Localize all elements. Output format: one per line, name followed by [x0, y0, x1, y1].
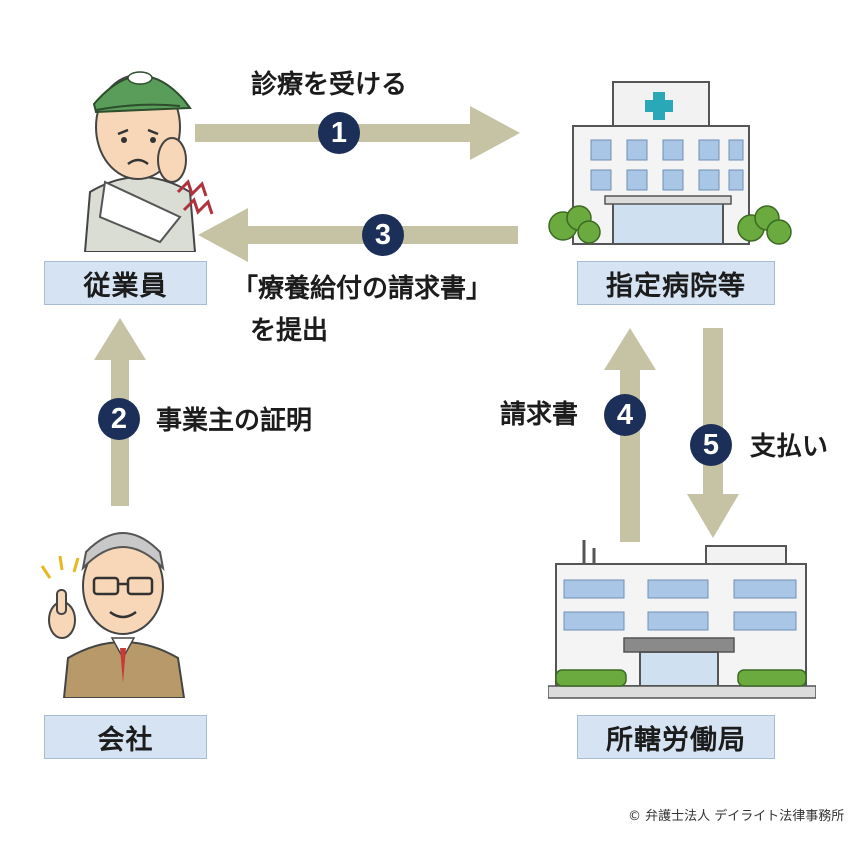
- step-1-label: 診療を受ける: [251, 70, 408, 100]
- copyright-text: © 弁護士法人 デイライト法律事務所: [628, 809, 845, 824]
- hospital-box: 指定病院等: [577, 261, 775, 305]
- step-3-badge: 3: [362, 214, 404, 256]
- company-boss-illustration: [40, 532, 186, 698]
- step-4-badge: 4: [604, 394, 646, 436]
- step-3-label-line1: 「療養給付の請求書」: [232, 274, 493, 304]
- step-2-badge: 2: [98, 398, 140, 440]
- step-3-label-line2: を提出: [250, 316, 329, 346]
- labor-office-label: 所轄労働局: [606, 724, 746, 756]
- employee-label: 従業員: [83, 270, 168, 302]
- step-5-label: 支払い: [750, 432, 829, 462]
- arrow-3: [198, 208, 518, 262]
- step-4-label: 請求書: [500, 400, 579, 430]
- step-1-badge: 1: [318, 112, 360, 154]
- company-box: 会社: [44, 715, 207, 759]
- hospital-label: 指定病院等: [606, 270, 746, 302]
- labor-office-building-illustration: [548, 540, 816, 699]
- injured-worker-illustration: [83, 71, 214, 252]
- labor-office-box: 所轄労働局: [577, 715, 775, 759]
- step-5-badge: 5: [690, 424, 732, 466]
- employee-box: 従業員: [44, 261, 207, 305]
- company-label: 会社: [97, 724, 154, 756]
- step-2-label: 事業主の証明: [156, 406, 313, 436]
- hospital-building-illustration: [548, 81, 792, 245]
